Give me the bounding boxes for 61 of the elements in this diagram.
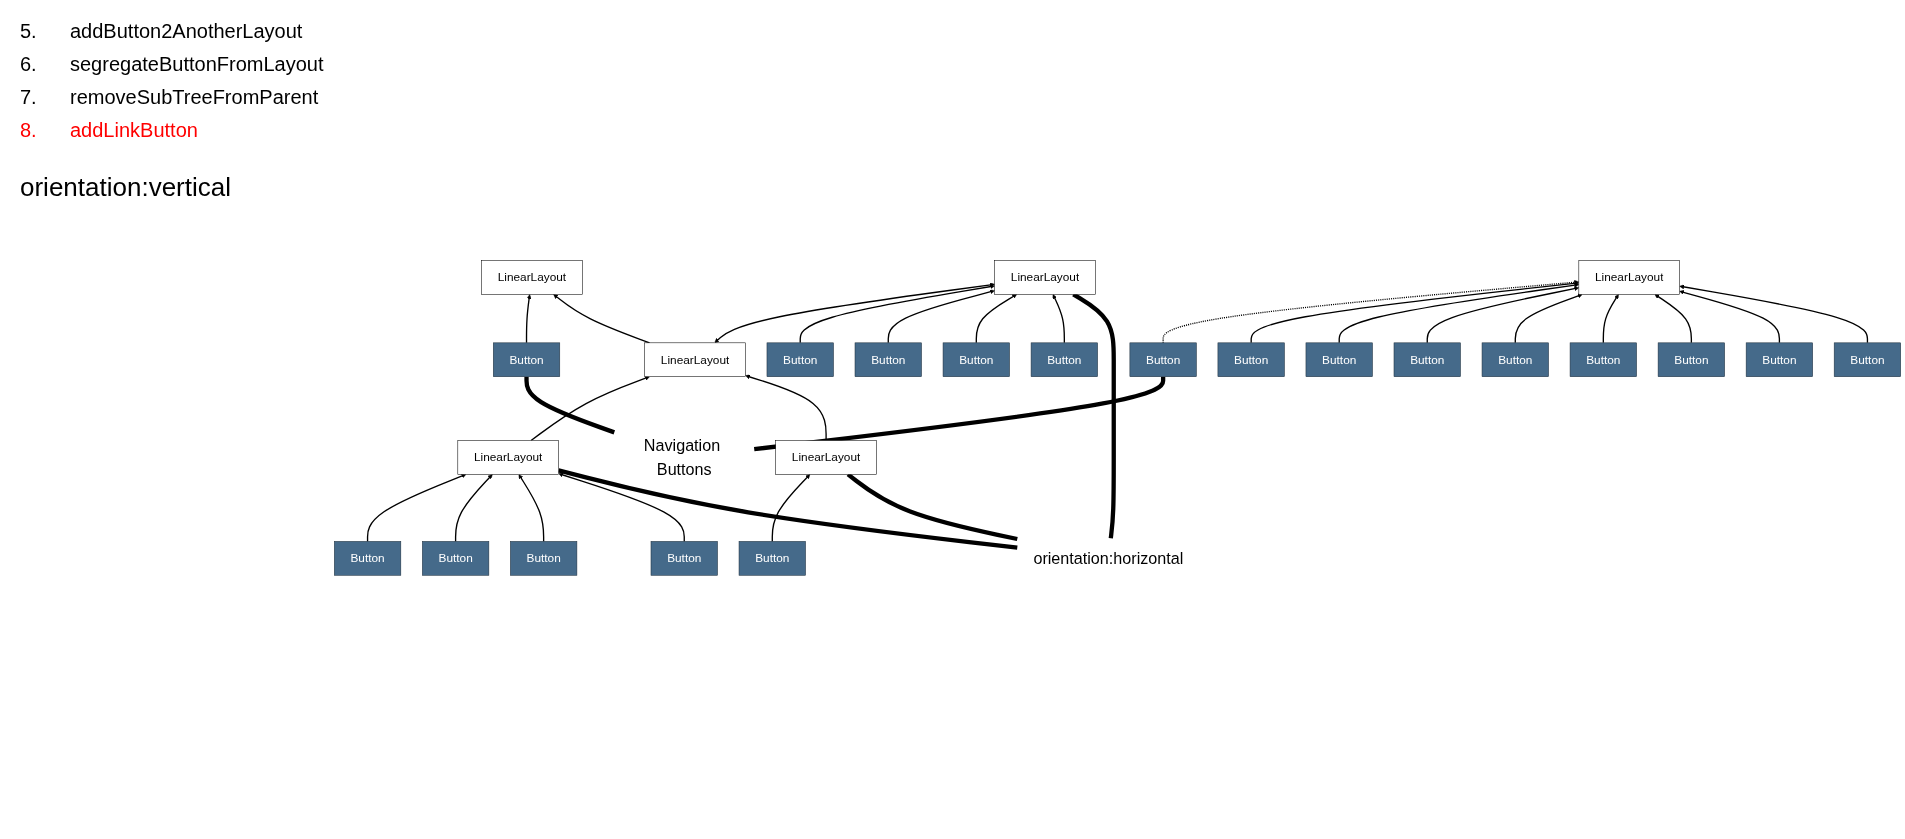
node-box: Button: [510, 541, 578, 576]
node-text: Navigation Buttons: [643, 436, 721, 479]
arrow: [771, 474, 811, 543]
arrow: [1052, 294, 1065, 344]
node-box: Button: [650, 541, 718, 576]
arrow: [745, 374, 827, 442]
arrow: [799, 284, 995, 344]
list-item: addButton2AnotherLayout: [70, 20, 304, 43]
node-box: LinearLayout: [1578, 260, 1680, 295]
list-item: segregateButtonFromLayout: [70, 53, 324, 76]
arrow: [1426, 286, 1580, 344]
arrow: [1679, 290, 1781, 344]
arrow: [1514, 293, 1583, 344]
node-box: Button: [1657, 342, 1725, 377]
arrow: [558, 472, 685, 543]
node-box: LinearLayout: [644, 342, 746, 377]
list-number: 5.: [20, 20, 38, 43]
node-box: Button: [1305, 342, 1373, 377]
node-box: LinearLayout: [994, 260, 1096, 295]
arrow: [530, 376, 650, 442]
arrow: [887, 289, 995, 344]
node-text: orientation:horizontal: [1033, 549, 1184, 568]
list-number: 7.: [20, 86, 38, 109]
arrow: [714, 282, 995, 343]
node-box: LinearLayout: [481, 260, 583, 295]
arrow: [1250, 281, 1580, 344]
arrow: [1338, 282, 1580, 344]
arrow: [1654, 294, 1693, 344]
arrow: [1679, 284, 1869, 344]
node-box: Button: [334, 541, 402, 576]
node-box: Button: [738, 541, 806, 576]
node-box: LinearLayout: [457, 440, 559, 475]
node-box: Button: [1030, 342, 1098, 377]
arrow: [975, 294, 1017, 344]
node-box: Button: [766, 342, 834, 377]
list-item: addLinkButton: [70, 119, 199, 142]
node-box: Button: [1833, 342, 1901, 377]
arrow: [525, 294, 532, 344]
arrow: [518, 474, 545, 543]
arrow: [454, 474, 493, 543]
connector: [753, 376, 1166, 452]
node-box: Button: [1481, 342, 1549, 377]
node-box: Button: [1745, 342, 1813, 377]
node-box: Button: [1393, 342, 1461, 377]
arrow: [1602, 294, 1619, 344]
node-box: LinearLayout: [775, 440, 877, 475]
node-box: Button: [1217, 342, 1285, 377]
arrow: [366, 473, 467, 543]
connector: [558, 468, 1018, 550]
connector: [524, 376, 616, 435]
node-box: Button: [942, 342, 1010, 377]
node-box: Button: [422, 541, 490, 576]
arrow: [1162, 279, 1580, 344]
list-item: removeSubTreeFromParent: [70, 86, 320, 109]
list-number: 8.: [20, 119, 38, 142]
list-number: 6.: [20, 53, 38, 76]
annotation-text: orientation:vertical: [20, 172, 231, 203]
node-box: Button: [493, 342, 561, 377]
node-box: Button: [1129, 342, 1197, 377]
node-box: Button: [1569, 342, 1637, 377]
node-box: Button: [854, 342, 922, 377]
